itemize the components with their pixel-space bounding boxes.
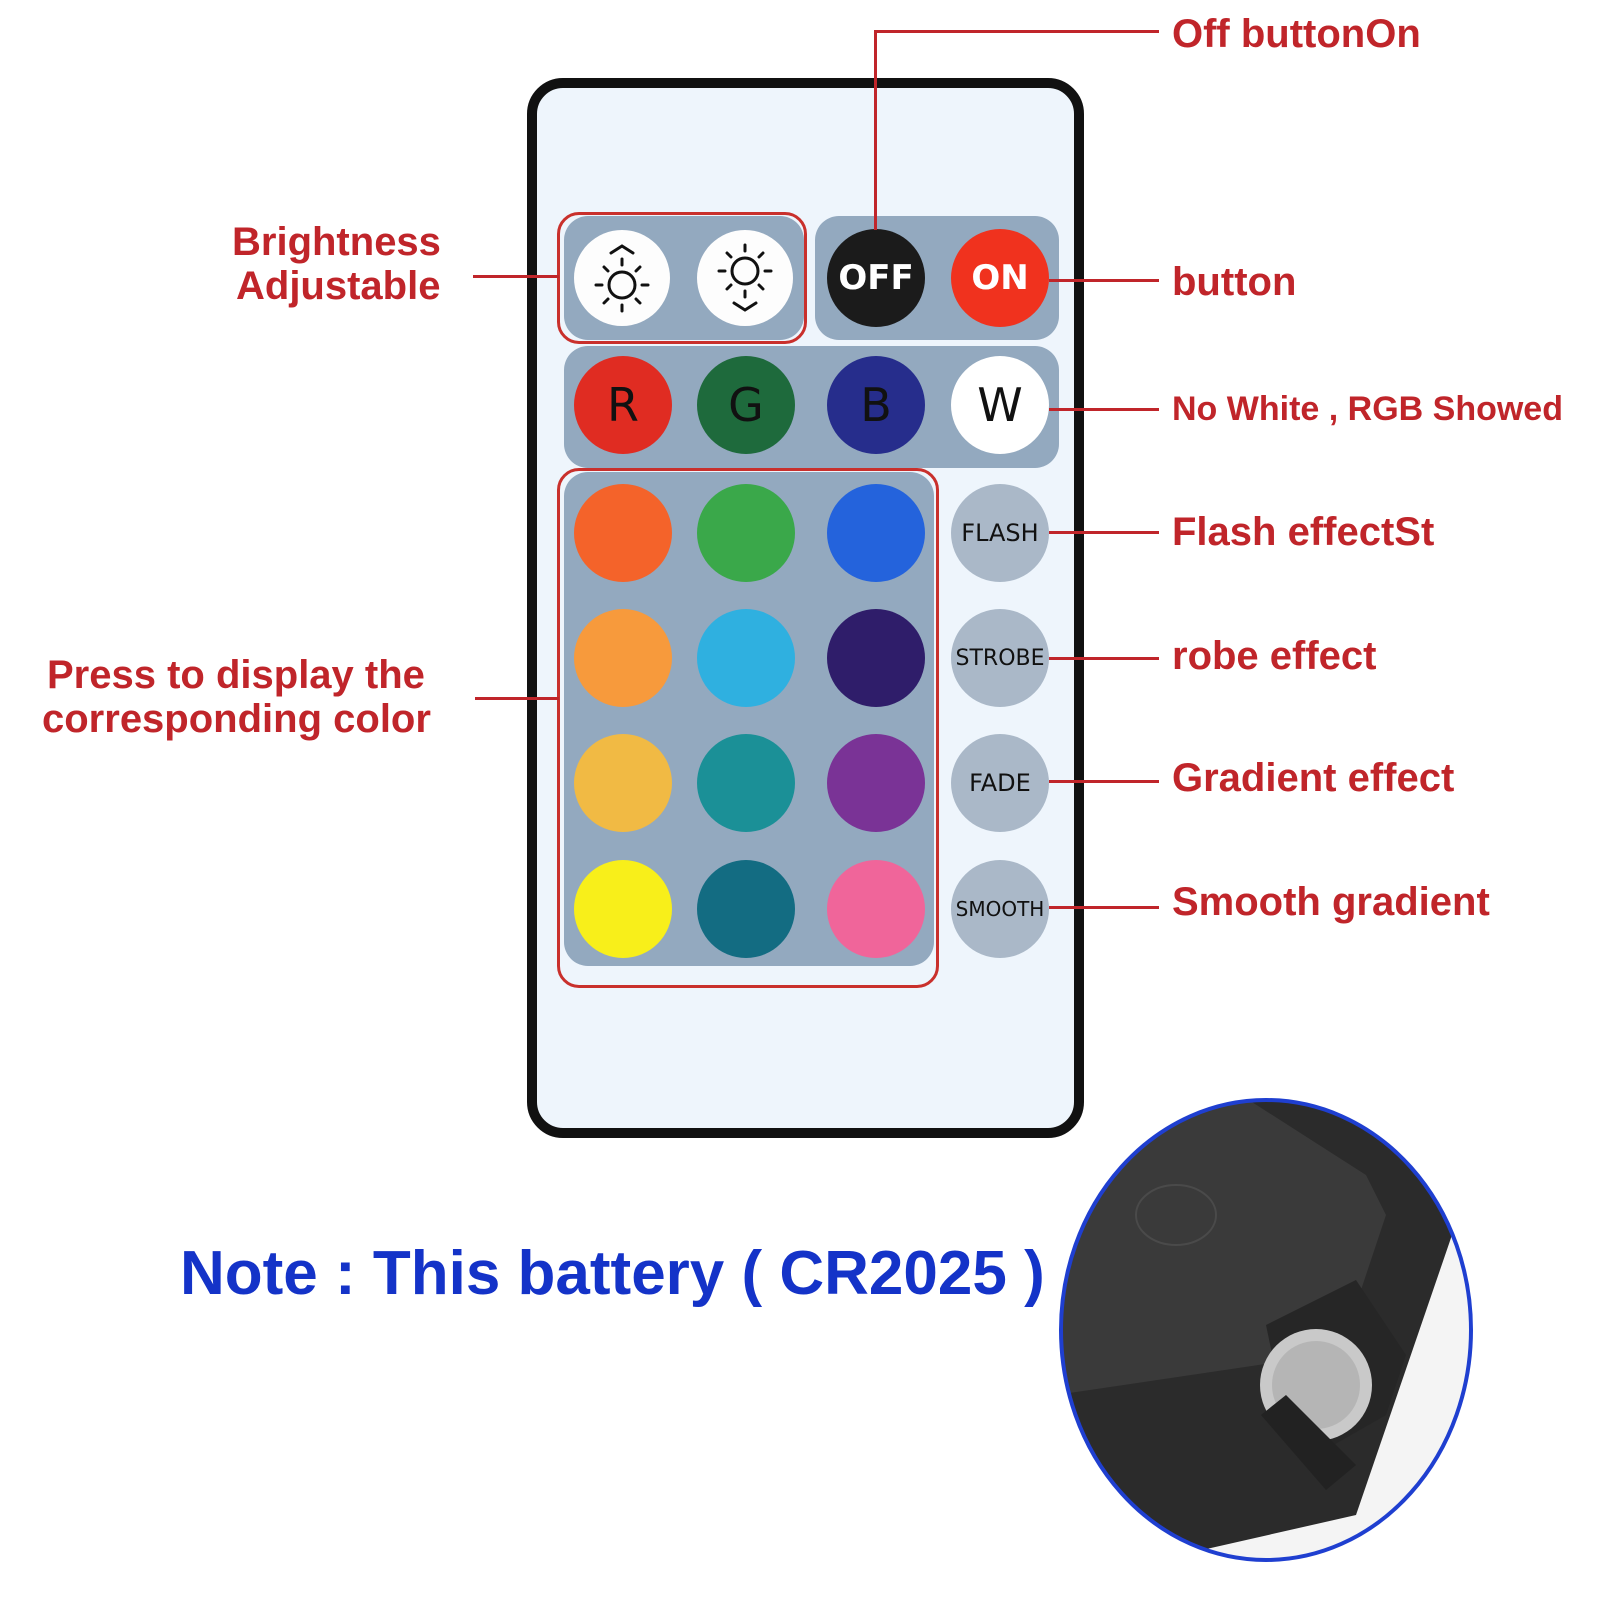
brightness-down-icon [717,243,773,312]
on-button[interactable]: ON [951,229,1049,327]
color-button-r2-c2[interactable] [697,609,795,707]
red-button[interactable]: R [574,356,672,454]
color-button-r3-c3[interactable] [827,734,925,832]
off-button[interactable]: OFF [827,229,925,327]
label-button: button [1172,260,1297,304]
flash-button-label: FLASH [961,519,1039,547]
brightness-down-button[interactable] [697,230,793,326]
color-button-r4-c1[interactable] [574,860,672,958]
white-button[interactable]: W [951,356,1049,454]
blue-button[interactable]: B [827,356,925,454]
off-leader-vertical [874,30,877,230]
green-button[interactable]: G [697,356,795,454]
label-brightness-1: Brightness [232,220,441,264]
label-press-1: Press to display the [47,653,425,697]
color-button-r2-c3[interactable] [827,609,925,707]
white-leader [1049,408,1159,411]
color-grid-highlight [557,468,939,988]
battery-photo [1056,1095,1476,1565]
label-smooth: Smooth gradient [1172,880,1490,924]
green-button-label: G [728,378,764,432]
off-button-label: OFF [838,258,914,298]
label-press-2: corresponding color [42,697,431,741]
brightness-highlight [557,212,807,344]
color-button-r3-c1[interactable] [574,734,672,832]
flash-leader [1049,531,1159,534]
label-gradient: Gradient effect [1172,756,1455,800]
battery-note: Note : This battery ( CR2025 ) [180,1239,1045,1308]
strobe-leader [1049,657,1159,660]
fade-leader [1049,780,1159,783]
color-button-r3-c2[interactable] [697,734,795,832]
brightness-up-icon [594,244,650,313]
label-brightness-2: Adjustable [236,264,441,308]
fade-button-label: FADE [969,769,1031,797]
on-leader [1049,279,1159,282]
label-flash: Flash effectSt [1172,510,1435,554]
color-button-r1-c3[interactable] [827,484,925,582]
press-leader [475,697,559,700]
brightness-up-button[interactable] [574,230,670,326]
label-strobe: robe effect [1172,634,1377,678]
color-button-r1-c2[interactable] [697,484,795,582]
off-leader-horizontal [874,30,1159,33]
smooth-button-label: SMOOTH [955,897,1045,921]
label-off-on: Off buttonOn [1172,12,1421,56]
smooth-button[interactable]: SMOOTH [951,860,1049,958]
brightness-leader [473,275,559,278]
on-button-label: ON [971,258,1029,298]
color-button-r1-c1[interactable] [574,484,672,582]
red-button-label: R [607,378,639,432]
white-button-label: W [977,378,1023,432]
strobe-button[interactable]: STROBE [951,609,1049,707]
strobe-button-label: STROBE [955,645,1045,671]
flash-button[interactable]: FLASH [951,484,1049,582]
color-button-r4-c2[interactable] [697,860,795,958]
color-button-r2-c1[interactable] [574,609,672,707]
blue-button-label: B [860,378,892,432]
color-button-r4-c3[interactable] [827,860,925,958]
fade-button[interactable]: FADE [951,734,1049,832]
smooth-leader [1049,906,1159,909]
label-no-white: No White , RGB Showed [1172,390,1563,428]
